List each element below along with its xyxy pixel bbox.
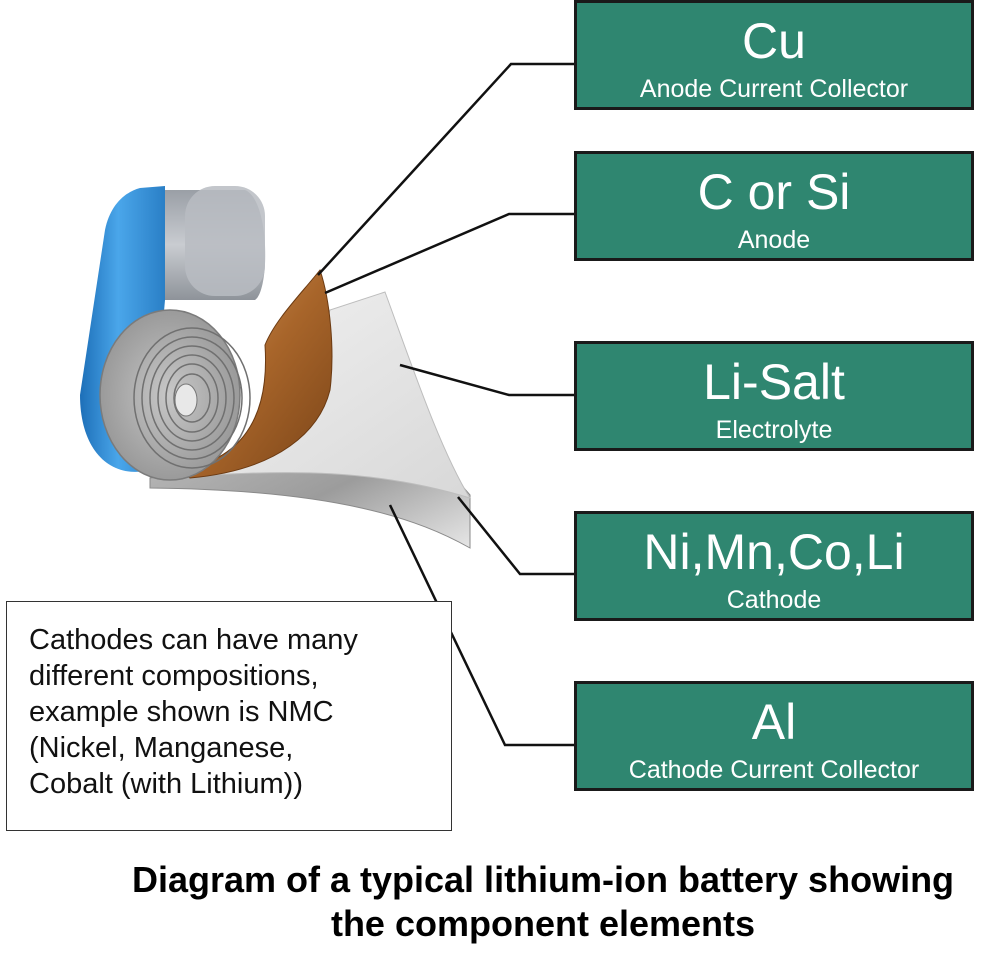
- leader-lines: [317, 62, 575, 747]
- electrolyte-symbol: Li-Salt: [703, 354, 845, 410]
- leader-line-cu: [317, 62, 575, 276]
- cathode-symbol: Ni,Mn,Co,Li: [643, 524, 905, 580]
- leader-line-electrolyte: [399, 363, 575, 397]
- al-description: Cathode Current Collector: [628, 756, 920, 784]
- jelly-roll-core: [174, 383, 198, 417]
- note-line: example shown is NMC: [29, 696, 334, 728]
- caption-line-1: Diagram of a typical lithium-ion battery…: [131, 859, 955, 900]
- cathode-label-box: Ni,Mn,Co,Li Cathode: [574, 511, 974, 621]
- anode-symbol: C or Si: [697, 164, 851, 220]
- note-line: Cathodes can have many: [29, 624, 358, 656]
- anode-description: Anode: [737, 226, 811, 254]
- al-label-box: Al Cathode Current Collector: [574, 681, 974, 791]
- anode-label-box: C or Si Anode: [574, 151, 974, 261]
- note-line: Cobalt (with Lithium)): [29, 768, 303, 800]
- cu-description: Anode Current Collector: [639, 75, 909, 103]
- cu-symbol: Cu: [742, 13, 806, 69]
- caption-line-2: the component elements: [330, 903, 756, 944]
- note-line: (Nickel, Manganese,: [29, 732, 294, 764]
- al-symbol: Al: [751, 694, 797, 750]
- cu-label-box: Cu Anode Current Collector: [574, 0, 974, 110]
- electrolyte-description: Electrolyte: [715, 416, 833, 444]
- jelly-roll-windings: [133, 327, 251, 469]
- cathode-note-box: Cathodes can have many different composi…: [6, 601, 452, 831]
- leader-line-al: [388, 504, 575, 747]
- diagram-caption: Diagram of a typical lithium-ion battery…: [0, 858, 1000, 946]
- leader-line-anode: [324, 212, 575, 295]
- electrolyte-label-box: Li-Salt Electrolyte: [574, 341, 974, 451]
- leader-line-cathode: [457, 496, 575, 576]
- cathode-description: Cathode: [726, 586, 822, 614]
- cell-top-cap: [185, 186, 265, 296]
- copper-foil-sheet: [178, 268, 333, 479]
- note-line: different compositions,: [29, 660, 319, 692]
